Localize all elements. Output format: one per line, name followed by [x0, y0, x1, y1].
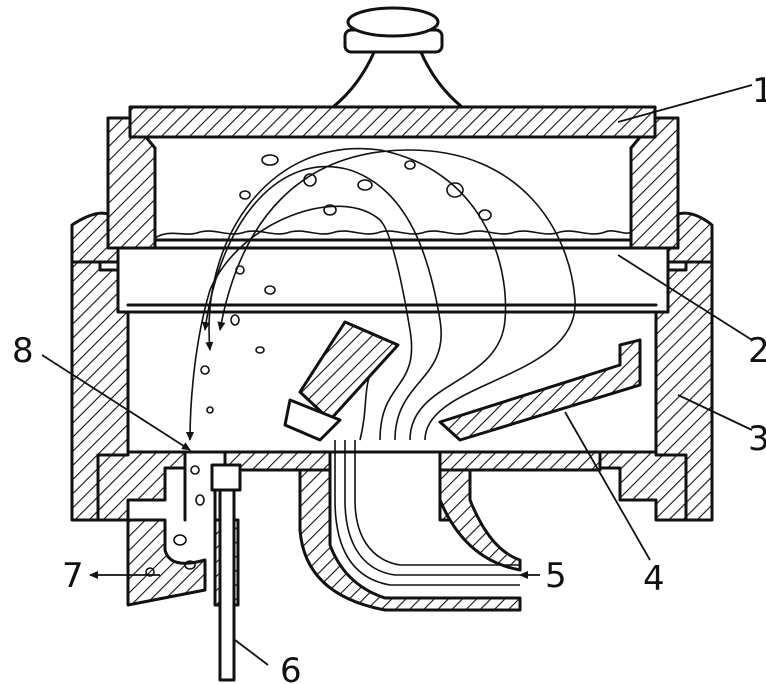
callout-7: 7: [62, 556, 84, 596]
callout-6: 6: [280, 651, 302, 684]
screen-frame: [106, 116, 680, 314]
callout-3: 3: [748, 419, 766, 459]
inlet-flow-lines: [334, 440, 520, 586]
callout-leaders: [41, 84, 753, 666]
callout-8: 8: [12, 331, 34, 371]
screen-bed: [153, 230, 633, 242]
sampling-pipe: [210, 463, 242, 682]
deflector-vane: [283, 320, 400, 442]
callout-1: 1: [752, 71, 766, 111]
callout-5: 5: [545, 556, 567, 596]
lid: [128, 6, 657, 139]
particle-stream: [145, 154, 492, 577]
inclined-plate: [438, 338, 642, 442]
callout-2: 2: [748, 331, 766, 371]
callout-4: 4: [643, 559, 665, 599]
inlet-duct-air: [298, 468, 522, 612]
